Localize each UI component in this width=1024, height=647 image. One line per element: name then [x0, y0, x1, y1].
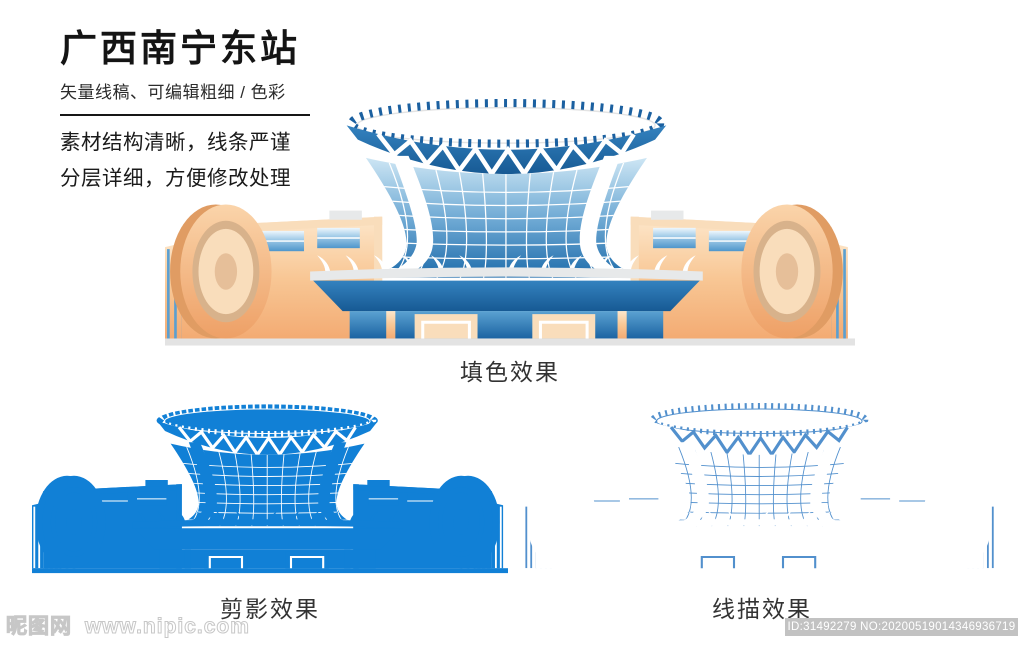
figure-full-color: 填色效果 — [165, 99, 855, 387]
entrance — [349, 311, 664, 339]
image-id-badge: ID:31492279 NO:20200519014346936719 — [785, 618, 1018, 636]
nipic-url: www.nipic.com — [84, 615, 250, 639]
canopy-beam — [310, 267, 703, 281]
central-tower — [648, 403, 870, 527]
right-pylon — [579, 155, 631, 277]
canopy-beam — [624, 519, 895, 529]
canopy-finials — [629, 510, 891, 523]
canopy-beam — [132, 519, 403, 529]
canopy-finials — [317, 255, 696, 273]
left-pylon — [181, 442, 218, 526]
canopy-fascia — [626, 528, 893, 550]
canopy-fascia — [134, 528, 401, 550]
station-illustration-line — [524, 403, 1000, 574]
divider-rule — [60, 113, 310, 116]
entrance — [159, 549, 376, 569]
station-illustration-color — [165, 99, 855, 346]
canopy — [132, 510, 403, 550]
left-drum — [527, 475, 598, 569]
canopy-fascia — [313, 280, 700, 312]
canopy-finials — [137, 510, 399, 523]
ground — [165, 338, 855, 346]
nipic-logo: 昵图网 — [6, 615, 72, 639]
right-pylon — [318, 442, 354, 526]
page-title: 广西南宁东站 — [60, 28, 300, 69]
station-illustration-silhouette — [32, 403, 508, 574]
page-subtitle: 矢量线稿、可编辑粗细 / 色彩 — [60, 82, 286, 102]
canopy — [310, 255, 703, 312]
description-line-1: 素材结构清晰，线条严谨 — [60, 130, 291, 154]
left-pylon — [673, 442, 710, 526]
left-drum — [35, 475, 106, 569]
entrance — [651, 549, 868, 569]
right-drum — [741, 204, 843, 339]
figure-line-drawing: 线描效果 — [524, 403, 1000, 624]
caption-silhouette: 剪影效果 — [220, 595, 320, 622]
header-text-block: 广西南宁东站 矢量线稿、可编辑粗细 / 色彩 素材结构清晰，线条严谨 分层详细，… — [60, 28, 320, 191]
ground — [32, 568, 508, 574]
caption-line-drawing: 线描效果 — [712, 595, 812, 622]
description-line-2: 分层详细，方便修改处理 — [60, 166, 291, 190]
left-pylon — [382, 155, 434, 277]
ground — [524, 568, 1000, 574]
left-drum — [170, 204, 272, 339]
nipic-watermark: 昵图网 www.nipic.com — [6, 610, 250, 640]
figure-silhouette: 剪影效果 — [32, 403, 508, 624]
canopy — [624, 510, 895, 550]
right-pylon — [810, 442, 846, 526]
right-drum — [429, 475, 500, 569]
caption-full-color: 填色效果 — [460, 358, 560, 385]
central-tower — [345, 99, 667, 278]
central-tower — [156, 403, 378, 527]
right-drum — [921, 475, 992, 569]
